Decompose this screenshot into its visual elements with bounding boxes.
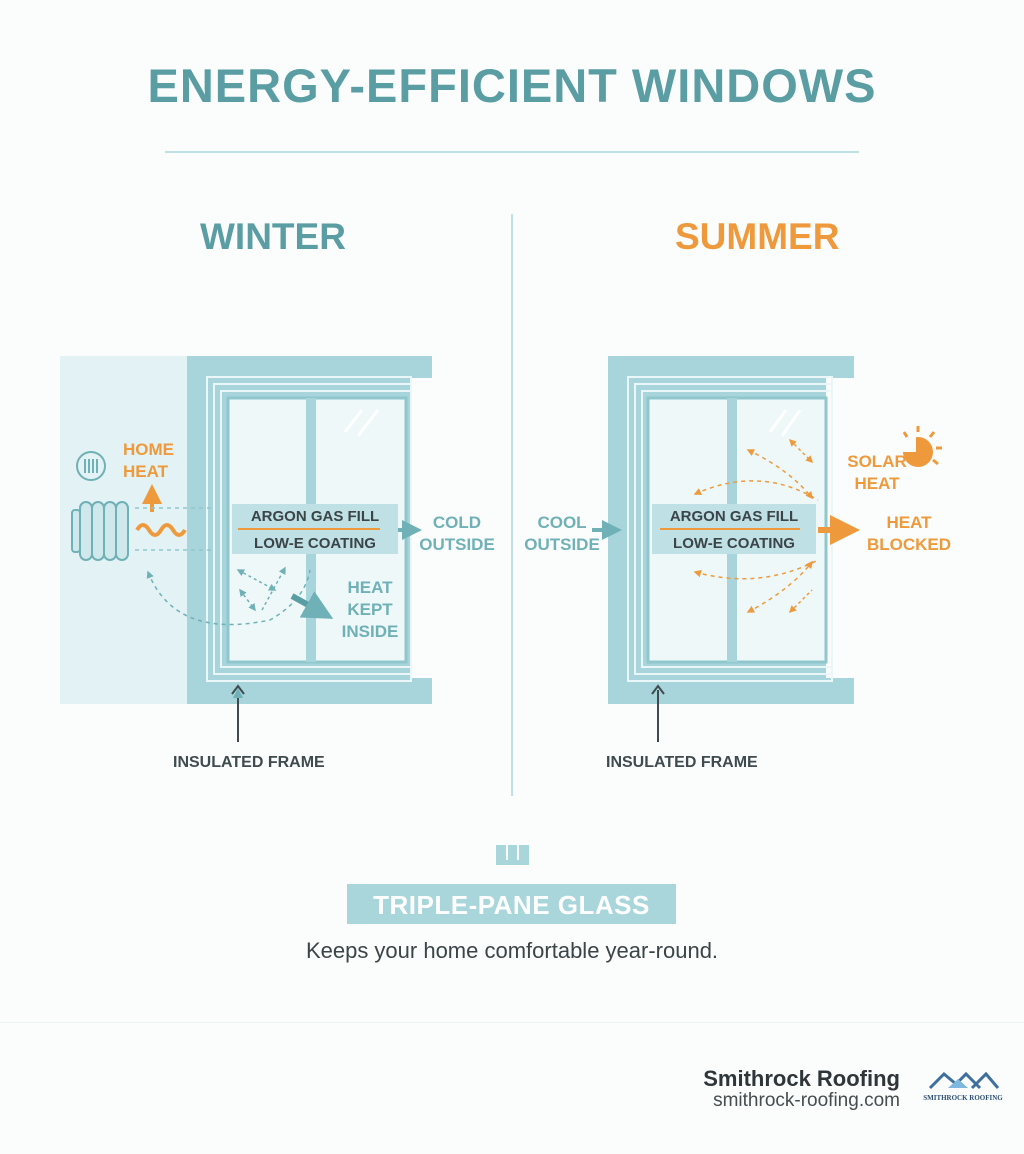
logo-text: SMITHROCK ROOFING <box>923 1094 1003 1102</box>
triple-pane-badge: TRIPLE-PANE GLASS <box>347 884 676 924</box>
triple-pane-icon <box>496 845 529 865</box>
winter-window <box>60 356 451 742</box>
winter-lowe-label: LOW-E COATING <box>254 535 376 552</box>
footer-divider <box>0 1022 1024 1023</box>
winter-argon-label: ARGON GAS FILL <box>250 508 380 525</box>
tagline: Keeps your home comfortable year-round. <box>305 938 719 963</box>
smithrock-logo: SMITHROCK ROOFING <box>923 1071 1003 1102</box>
summer-insulated-frame-label: INSULATED FRAME <box>606 754 758 771</box>
summer-heading: SUMMER <box>675 216 840 257</box>
radiator-icon <box>71 501 129 561</box>
heat-kept-arrow <box>290 591 334 619</box>
winter-insulated-frame-label: INSULATED FRAME <box>173 754 325 771</box>
summer-window <box>592 356 942 742</box>
brand-name: Smithrock Roofing <box>703 1066 900 1091</box>
heater-icon <box>76 451 106 481</box>
heat-circulation-arrow <box>146 569 311 626</box>
summer-argon-label: ARGON GAS FILL <box>669 508 799 525</box>
website-link[interactable]: smithrock-roofing.com <box>713 1090 900 1111</box>
sun-icon <box>896 426 942 469</box>
center-divider <box>511 214 513 796</box>
summer-lowe-label: LOW-E COATING <box>673 535 795 552</box>
title-divider <box>165 151 859 153</box>
page-title: ENERGY-EFFICIENT WINDOWS <box>147 59 877 112</box>
heat-wave-icon <box>135 523 187 537</box>
winter-heading: WINTER <box>200 216 346 257</box>
